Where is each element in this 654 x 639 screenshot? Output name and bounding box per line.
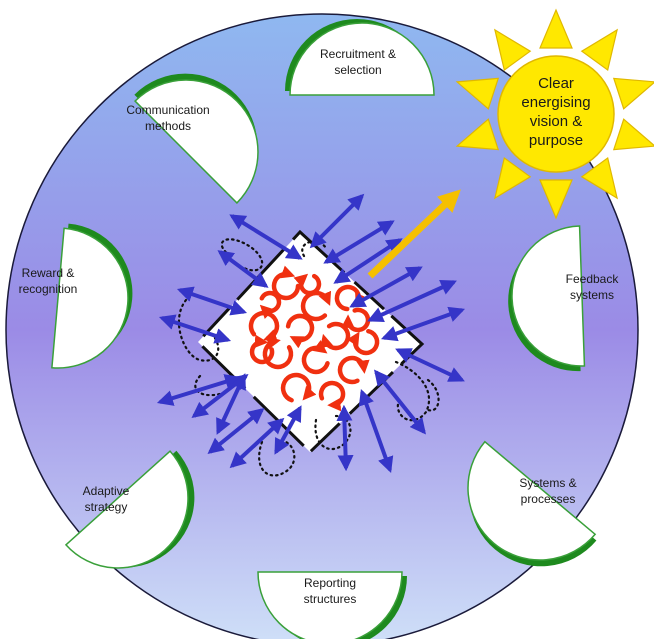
segment-systems-label: Systems & processes [519,476,576,506]
sun-ray [612,77,654,110]
sun-label-line: purpose [529,132,583,149]
red-swirl [285,313,315,349]
segment-feedback-label-line: systems [570,288,614,302]
blue-arrow [216,373,246,435]
segment-feedback-label-line: Feedback [566,272,620,286]
segment-communication: Communication methods [126,73,259,204]
red-swirl [293,273,322,296]
segment-reward-shape [51,227,129,369]
vision-arrow [367,189,461,279]
blue-arrow [217,250,269,288]
red-swirl [300,290,332,322]
sun-ray [455,118,500,151]
segment-systems-shape [467,440,597,561]
segment-reward-label: Reward & recognition [19,266,78,296]
red-swirl [346,328,380,356]
sun-ray [539,179,573,220]
red-swirl [337,355,370,385]
sun-ray [580,156,619,200]
blue-arrow [380,306,466,342]
segment-recruitment-label-line: selection [334,63,381,77]
blue-arrow [336,404,354,472]
sun-label-line: vision & [530,113,583,130]
red-swirl [280,372,317,403]
dotted-loop [426,378,440,412]
sun-ray [455,77,500,110]
segment-adaptive-label-line: strategy [85,500,128,514]
blue-arrow [229,214,303,260]
red-swirl [341,307,371,333]
segment-communication-label-line: methods [145,119,191,133]
segment-reward-label-line: recognition [19,282,78,296]
blue-arrow [374,369,426,435]
segment-recruitment-shape [289,22,435,96]
segment-adaptive-label-line: Adaptive [83,484,130,498]
sun-ray [612,118,654,151]
sun-ray [580,28,619,72]
segment-reporting: Reporting structures [257,571,407,639]
segment-communication-label-line: Communication [126,103,209,117]
red-swirl [301,340,330,375]
sun-disc [497,55,615,173]
blue-arrow [176,286,248,316]
segment-reward: Reward & recognition [19,223,133,369]
segment-systems-label-line: processes [521,492,576,506]
segment-reporting-label-line: structures [304,592,357,606]
blue-arrow [395,348,465,382]
segment-reporting-label-line: Reporting [304,576,356,590]
red-swirl [318,380,346,412]
sun-ray [493,156,532,200]
blue-arrow [358,388,394,474]
red-swirl [249,334,275,365]
segment-communication-shape [134,79,259,204]
segment-feedback-shape [511,225,586,367]
segment-recruitment: Recruitment & selection [285,19,435,96]
segment-adaptive: Adaptive strategy [64,450,195,569]
segment-reporting-label: Reporting structures [304,576,357,606]
segment-recruitment-label: Recruitment & selection [320,47,396,77]
blue-arrow [333,238,403,284]
segment-systems: Systems & processes [467,440,597,567]
red-swirl [259,290,282,319]
segment-adaptive-label: Adaptive strategy [83,484,130,514]
segment-reporting-shape [257,571,403,639]
sun-group: Clear energising vision & purpose [455,8,654,220]
segment-recruitment-label-line: Recruitment & [320,47,396,61]
sun-ray [493,28,532,72]
segment-adaptive-shape [64,450,189,569]
sun-label-line: Clear [538,75,574,92]
segment-reward-label-line: Reward & [22,266,75,280]
sun-label-line: energising [521,94,590,111]
sun-label: Clear energising vision & purpose [521,75,590,149]
arrow-group [156,193,466,474]
segment-feedback-label: Feedback systems [566,272,620,302]
segment-feedback: Feedback systems [508,225,620,372]
segment-communication-label: Communication methods [126,103,209,133]
swirl-group [248,265,380,412]
segment-systems-label-line: Systems & [519,476,576,490]
sun-ray [539,8,573,49]
blue-arrow [158,314,232,344]
